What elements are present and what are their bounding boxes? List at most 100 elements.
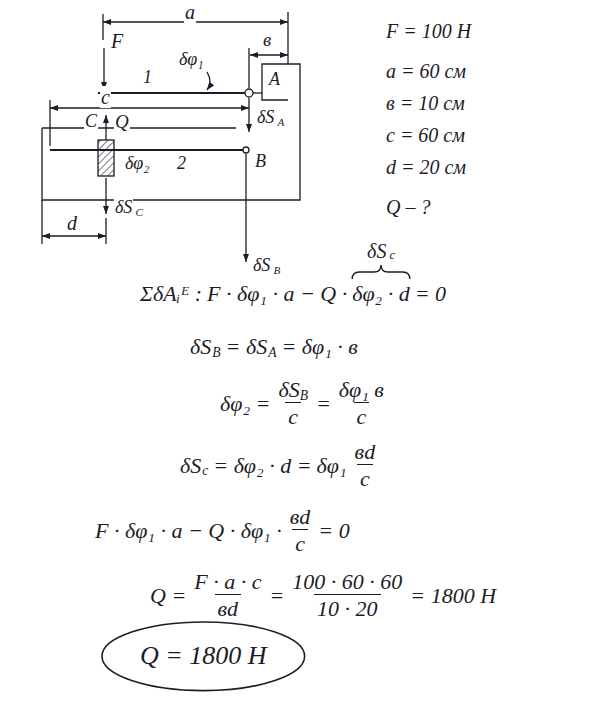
fraction: вd c xyxy=(287,505,314,556)
force-label-row: Q xyxy=(114,112,130,133)
fraction: вd c xyxy=(352,440,379,491)
point-label-row: C xyxy=(84,112,98,132)
equation-term: B xyxy=(212,345,220,360)
given-value: Q – ? xyxy=(385,196,431,218)
denominator: c xyxy=(292,529,308,556)
point-label-row: A xyxy=(268,70,281,90)
dimension-label-row: d xyxy=(66,212,78,234)
fraction: F · a · c вd xyxy=(191,570,264,621)
equation-term: F · δφ₁ · a − Q · xyxy=(207,282,347,306)
equation-term: δS xyxy=(278,378,299,402)
numerator: вd xyxy=(287,505,314,529)
angle-label: δφ₂ xyxy=(124,154,151,174)
given-value-row: a = 60 см xyxy=(385,60,467,82)
given-value-row: c = 60 см xyxy=(385,124,466,146)
denominator: c xyxy=(285,402,301,429)
equation-term: = δS xyxy=(226,335,268,359)
equation-term: вd xyxy=(290,505,311,529)
equation-term: δS xyxy=(190,335,211,359)
equation-term: δφ₁ xyxy=(317,454,347,478)
dimension-label: c xyxy=(100,86,111,108)
given-value: d = 20 см xyxy=(385,156,467,178)
dimension-label: a xyxy=(184,1,196,23)
part-number-row: 2 xyxy=(176,154,187,174)
equation-term: = δφ₂ · d = xyxy=(213,454,311,478)
displacement-label: B xyxy=(272,264,281,276)
displacement-label: C xyxy=(134,206,143,218)
angle-label-row: δφ₂ xyxy=(124,154,151,174)
force-label: F xyxy=(110,30,124,52)
given-value-row: F = 100 Н xyxy=(385,20,472,42)
equation-term-row: ΣδAᵢᴱ :F · δφ₁ · a − Q ·δφ₂ · d= 0 xyxy=(140,282,446,306)
equation-term-row: Q =F · a · cвd=100 · 60 · 6010 · 20= 180… xyxy=(150,570,496,621)
equation-term: = xyxy=(316,392,331,416)
part-number: 2 xyxy=(176,154,187,174)
angle-label-row: δφ₁ xyxy=(178,50,205,70)
displacement-label: δS xyxy=(256,108,275,128)
equation-term: δφ₂ · d xyxy=(352,282,410,306)
answer-text: Q = 1800 Н xyxy=(140,642,267,671)
equation-term: c xyxy=(357,405,367,429)
equation-term: c xyxy=(388,249,396,263)
equation-term: δS xyxy=(180,454,201,478)
dimension-label: в xyxy=(262,30,272,51)
answer-ellipse xyxy=(102,622,305,691)
dimension-label-row: в xyxy=(262,30,272,51)
equation-term-row: δSc= δφ₂ · d =δφ₁вdc xyxy=(180,440,378,491)
given-value-row: в = 10 см xyxy=(385,92,466,114)
numerator: δφ₁ в xyxy=(336,378,387,402)
numerator: F · a · c xyxy=(191,570,264,594)
displacement-label: δS xyxy=(114,198,133,218)
dimension-label-row: a xyxy=(184,1,196,23)
equation-term: 10 · 20 xyxy=(317,597,378,621)
point-label: A xyxy=(268,70,281,90)
curly-brace xyxy=(352,265,410,279)
displacement-label-row: δSB xyxy=(252,256,281,276)
equation-term: вd xyxy=(355,440,376,464)
point-label: C xyxy=(84,112,98,132)
equation-term: F · a · c xyxy=(194,570,261,594)
equation-term-row: δSc xyxy=(366,240,396,262)
equation-term: c xyxy=(360,467,370,491)
equation-term: вd xyxy=(218,597,239,621)
given-value-row: Q – ? xyxy=(385,196,431,218)
force-label: Q xyxy=(114,112,130,133)
equation-term-row: δSB= δSA= δφ₁ · в xyxy=(190,335,358,359)
equation-term: 100 · 60 · 60 xyxy=(292,570,402,594)
fraction: δφ₁ в c xyxy=(336,378,387,429)
point-label: B xyxy=(254,152,267,172)
dimension-label-row: c xyxy=(100,86,111,108)
equation-term-row: δφ₂ =δSBc=δφ₁ вc xyxy=(220,378,387,429)
point-label-row: B xyxy=(254,152,267,172)
equation-term: c xyxy=(288,405,298,429)
angle-label: δφ₁ xyxy=(178,50,205,70)
equation-term: = 0 xyxy=(415,282,446,306)
equation-term: c xyxy=(202,463,208,478)
force-label-row: F xyxy=(110,30,124,52)
equation-term: δφ₁ в xyxy=(339,378,384,402)
denominator: c xyxy=(357,464,373,491)
given-value: c = 60 см xyxy=(385,124,466,146)
equation-term: c xyxy=(295,532,305,556)
numerator: вd xyxy=(352,440,379,464)
numerator: δSB xyxy=(275,378,311,402)
answer-text-row: Q = 1800 Н xyxy=(140,642,267,671)
displacement-label-row: δSC xyxy=(114,198,144,218)
equation-term: δS xyxy=(366,240,387,262)
equation-term: = 1800 Н xyxy=(410,584,496,608)
given-value: в = 10 см xyxy=(385,92,466,114)
displacement-label-row: δSA xyxy=(256,108,285,128)
dimension-label: d xyxy=(66,212,78,234)
given-value-row: d = 20 см xyxy=(385,156,467,178)
fraction: δSBc xyxy=(275,378,311,429)
equation-term: F · δφ₁ · a − Q · δφ₁ · xyxy=(95,519,282,543)
given-value: a = 60 см xyxy=(385,60,467,82)
equation-term: B xyxy=(300,388,308,403)
denominator: c xyxy=(354,402,370,429)
equation-term: = δφ₁ · в xyxy=(281,335,357,359)
equation-term: = xyxy=(269,584,284,608)
displacement-label: A xyxy=(276,116,285,128)
denominator: 10 · 20 xyxy=(314,594,381,621)
numerator: 100 · 60 · 60 xyxy=(289,570,405,594)
